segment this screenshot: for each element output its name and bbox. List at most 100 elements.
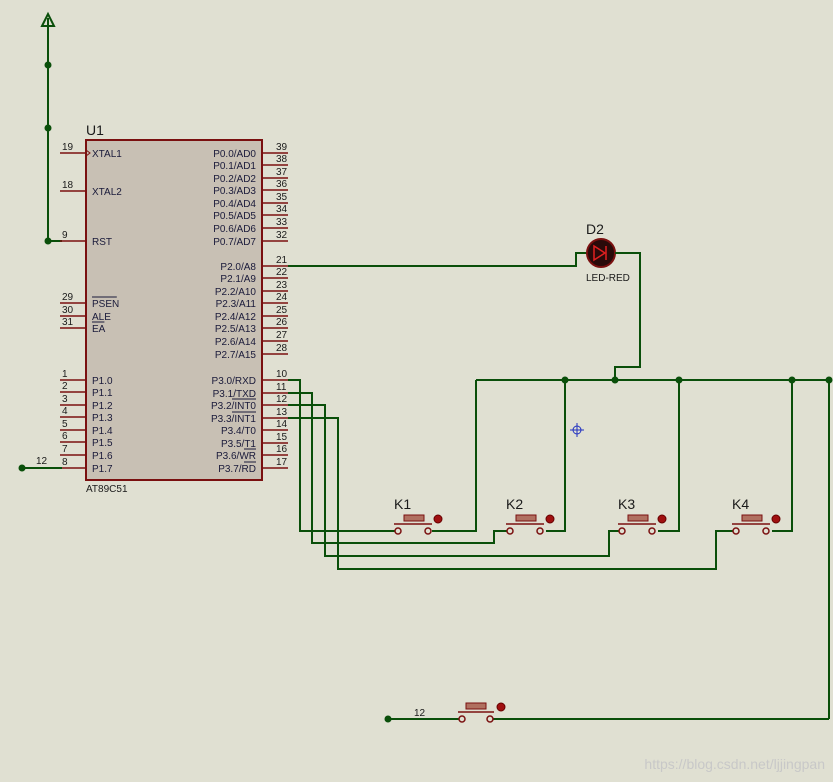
pin-p1-3[interactable]: 4P1.3 <box>60 406 113 424</box>
pin-number: 3 <box>62 394 68 405</box>
pin-number: 28 <box>276 343 288 354</box>
pin-name: P3.2/INT0 <box>211 401 256 412</box>
k2-bus-wire[interactable] <box>546 380 566 532</box>
pushbutton-k3[interactable]: K3 <box>618 496 667 535</box>
pin-p1-7[interactable]: 8P1.7 <box>60 457 113 475</box>
pin-name: P0.5/AD5 <box>213 211 256 222</box>
pin-name: P2.4/A12 <box>215 312 257 323</box>
pin-p1-2[interactable]: 3P1.2 <box>60 394 113 412</box>
pin-name: P3.0/RXD <box>212 376 256 387</box>
junction-dot <box>611 376 619 384</box>
pin-number: 26 <box>276 317 288 328</box>
p33-k4-wire[interactable] <box>288 417 736 570</box>
pin-name: P0.2/AD2 <box>213 174 256 185</box>
pin-name: P2.6/A14 <box>215 337 257 348</box>
p31-k2-wire[interactable] <box>288 392 510 544</box>
pin-number: 5 <box>62 419 68 430</box>
pin-number: 37 <box>276 167 288 178</box>
pin-name: XTAL1 <box>92 149 122 160</box>
pin-number: 6 <box>62 431 68 442</box>
p17-net-label: 12 <box>36 456 48 467</box>
pin-name: P1.0 <box>92 376 113 387</box>
pin-number: 19 <box>62 142 74 153</box>
pin-name: P3.3/INT1 <box>211 414 256 425</box>
pin-number: 21 <box>276 255 288 266</box>
probe-icon <box>433 514 443 524</box>
common-bus-wire[interactable] <box>476 379 830 719</box>
pushbutton-k2[interactable]: K2 <box>506 496 555 535</box>
pin-number: 15 <box>276 432 288 443</box>
pin-number: 22 <box>276 267 288 278</box>
pin-name: P1.5 <box>92 438 113 449</box>
k4-bus-wire[interactable] <box>772 380 793 532</box>
p30-k1-wire[interactable] <box>288 379 398 532</box>
microcontroller-u1[interactable]: U1 AT89C51 19XTAL118XTAL29RST29PSEN30ALE… <box>60 122 288 495</box>
k1-bus-wire[interactable] <box>432 380 477 532</box>
led-cathode-wire[interactable] <box>614 252 641 380</box>
pin-name: P0.7/AD7 <box>213 237 256 248</box>
pin-name: P0.3/AD3 <box>213 186 256 197</box>
led-triangle <box>593 244 607 262</box>
button-ref-label: K1 <box>394 496 411 512</box>
pin-p1-4[interactable]: 5P1.4 <box>60 419 113 437</box>
pushbutton-k1[interactable]: K1 <box>394 496 443 535</box>
pin-p1-0[interactable]: 1P1.0 <box>60 369 113 387</box>
pin-number: 9 <box>62 230 68 241</box>
pin-number: 7 <box>62 444 68 455</box>
k3-bus-wire[interactable] <box>658 380 680 532</box>
pin-number: 11 <box>276 382 287 393</box>
pin-p1-5[interactable]: 6P1.5 <box>60 431 113 449</box>
bottom-pushbutton[interactable] <box>458 702 506 723</box>
pin-name: P2.7/A15 <box>215 350 257 361</box>
pin-name: P2.5/A13 <box>215 324 257 335</box>
pin-number: 8 <box>62 457 68 468</box>
pin-number: 27 <box>276 330 288 341</box>
pin-p1-6[interactable]: 7P1.6 <box>60 444 113 462</box>
junction-dot <box>384 715 392 723</box>
pushbutton-k4[interactable]: K4 <box>732 496 781 535</box>
pin-name: EA <box>92 324 106 335</box>
pin-number: 23 <box>276 280 288 291</box>
p32-k3-wire[interactable] <box>288 404 622 557</box>
pin-name: P1.1 <box>92 388 113 399</box>
pin-name: P2.1/A9 <box>220 274 256 285</box>
probe-icon <box>657 514 667 524</box>
p20-led-wire[interactable] <box>288 252 586 267</box>
pin-number: 35 <box>276 192 288 203</box>
pin-number: 13 <box>276 407 288 418</box>
pin-p1-1[interactable]: 2P1.1 <box>60 381 113 399</box>
